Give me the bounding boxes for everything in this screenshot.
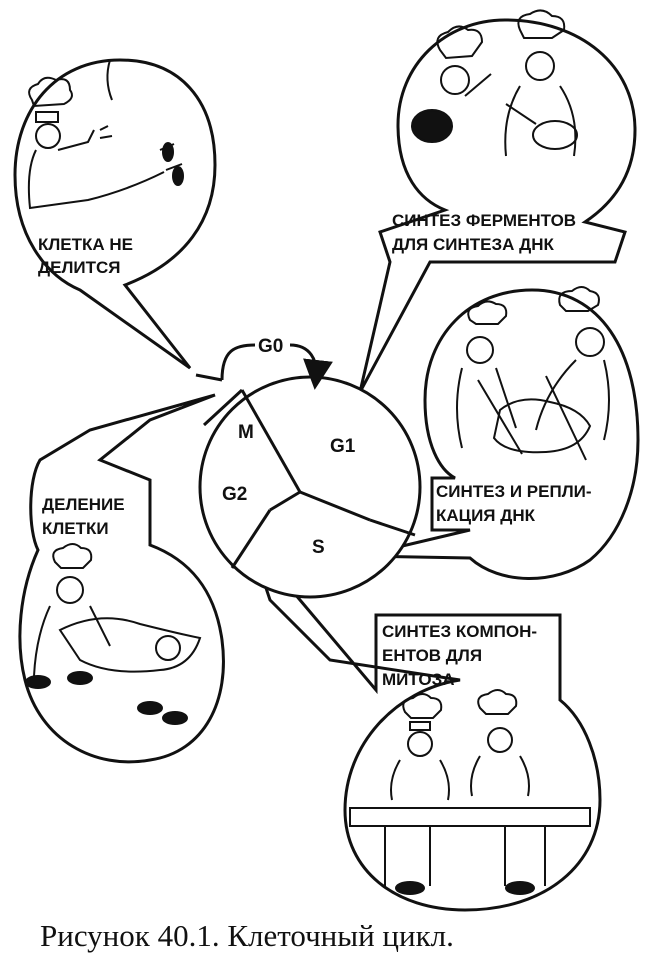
resting-chef-illustration bbox=[27, 59, 184, 210]
bubble-mitosis-components: СИНТЕЗ КОМПОН- ЕНТОВ ДЛЯ МИТОЗА bbox=[248, 539, 602, 912]
label-enzyme-synthesis-line2: ДЛЯ СИНТЕЗА ДНК bbox=[392, 235, 555, 254]
label-cell-division-line1: ДЕЛЕНИЕ bbox=[42, 495, 125, 514]
label-enzyme-synthesis-line1: СИНТЕЗ ФЕРМЕНТОВ bbox=[392, 211, 576, 230]
label-no-division-line2: ДЕЛИТСЯ bbox=[38, 258, 120, 277]
phase-label-g1: G1 bbox=[330, 436, 356, 457]
label-mitosis-components-line2: ЕНТОВ ДЛЯ bbox=[382, 646, 482, 665]
label-cell-division-line2: КЛЕТКИ bbox=[42, 519, 109, 538]
table-chefs-illustration bbox=[349, 689, 591, 895]
figure-caption: Рисунок 40.1. Клеточный цикл. bbox=[40, 918, 454, 953]
label-mitosis-components-line1: СИНТЕЗ КОМПОН- bbox=[382, 622, 537, 641]
phase-label-g2: G2 bbox=[222, 484, 247, 505]
cooking-chefs-illustration bbox=[411, 9, 578, 157]
bubble-cell-division: ДЕЛЕНИЕ КЛЕТКИ bbox=[18, 393, 225, 764]
g0-loop-arrow bbox=[220, 343, 316, 380]
bubble-enzyme-synthesis: СИНТЕЗ ФЕРМЕНТОВ ДЛЯ СИНТЕЗА ДНК bbox=[358, 9, 637, 393]
phase-label-m: M bbox=[238, 422, 254, 443]
label-no-division-line1: КЛЕТКА НЕ bbox=[38, 235, 133, 254]
phase-label-s: S bbox=[312, 537, 325, 558]
dough-split-illustration bbox=[25, 543, 202, 725]
cell-cycle-wheel: G0 M G1 G2 S bbox=[195, 336, 422, 599]
label-mitosis-components-line3: МИТОЗА bbox=[382, 670, 455, 689]
label-dna-synthesis-line2: КАЦИЯ ДНК bbox=[436, 506, 536, 525]
dough-chefs-illustration bbox=[456, 286, 610, 461]
phase-label-g0: G0 bbox=[258, 336, 283, 357]
bubble-dna-synthesis: СИНТЕЗ И РЕПЛИ- КАЦИЯ ДНК bbox=[359, 286, 640, 580]
label-dna-synthesis-line1: СИНТЕЗ И РЕПЛИ- bbox=[436, 482, 592, 501]
bubble-no-division: КЛЕТКА НЕ ДЕЛИТСЯ bbox=[13, 58, 217, 370]
